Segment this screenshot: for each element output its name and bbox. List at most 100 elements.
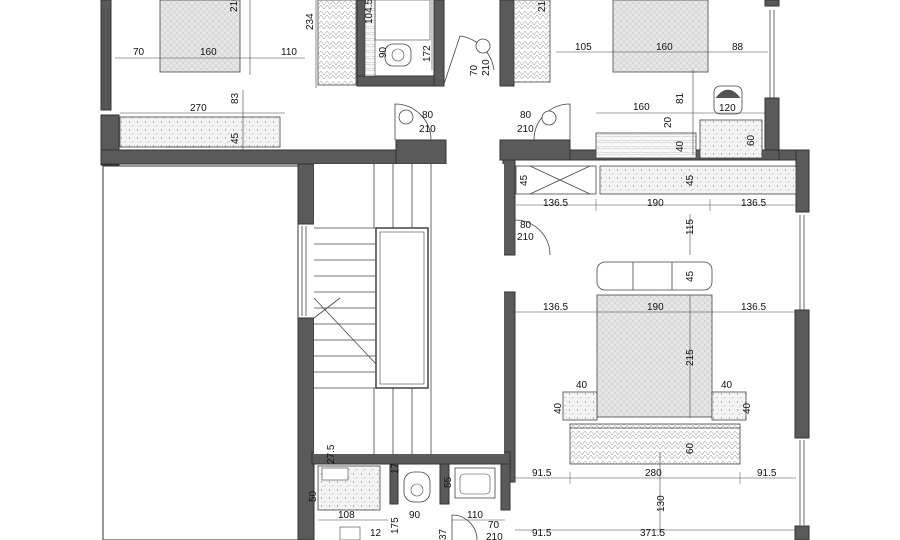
dim-label: 20 xyxy=(663,116,674,128)
wall-segment xyxy=(500,463,511,511)
toilet xyxy=(384,43,412,67)
dim-label: 160 xyxy=(200,47,217,58)
bed xyxy=(159,0,241,73)
dim-label: 280 xyxy=(645,468,662,479)
dresser xyxy=(699,119,763,159)
toilet xyxy=(403,471,431,503)
desk xyxy=(119,116,281,148)
wall-segment xyxy=(100,149,397,165)
dim-label: 70 xyxy=(469,64,480,76)
dim-label: 215 xyxy=(685,349,696,366)
wall-segment xyxy=(764,0,780,7)
desk xyxy=(595,132,697,159)
wall-segment xyxy=(433,0,445,87)
wall-segment xyxy=(100,0,112,111)
dim-label: 120 xyxy=(719,103,736,114)
dim-label: 136.5 xyxy=(741,302,766,313)
dim-label: 81 xyxy=(675,92,686,104)
wall-segment xyxy=(795,149,810,213)
dim-label: 160 xyxy=(633,102,650,113)
dim-label: 60 xyxy=(746,134,757,146)
dim-label: 40 xyxy=(576,380,588,391)
tv-unit xyxy=(569,423,741,465)
dim-label: 91.5 xyxy=(532,528,552,539)
dim-label: 172 xyxy=(422,45,433,62)
dim-label: 104.5 xyxy=(364,0,375,24)
dim-label: 90 xyxy=(378,46,389,58)
dim-label: 130 xyxy=(656,495,667,512)
wall-segment xyxy=(297,317,315,540)
dim-label: 45 xyxy=(685,270,696,282)
dim-label: 210 xyxy=(486,532,503,540)
dim-label: 160 xyxy=(656,42,673,53)
dim-label: 91.5 xyxy=(757,468,777,479)
nightstand-right xyxy=(711,391,747,421)
dim-label: 110 xyxy=(467,510,483,521)
dim-label: 12 xyxy=(370,528,382,539)
wall-segment xyxy=(794,525,810,540)
dim-label: 70 xyxy=(488,520,500,531)
dim-label: 270 xyxy=(190,103,207,114)
dim-label: 136.5 xyxy=(543,302,568,313)
dim-label: 40 xyxy=(721,380,733,391)
wall-segment xyxy=(389,463,399,505)
wardrobe xyxy=(513,0,551,83)
dimension-labels: 210 70 160 110 234 104.5 90 172 70 210 2… xyxy=(133,0,777,540)
nightstand-left xyxy=(562,391,598,421)
stair-void xyxy=(375,227,429,389)
staircase xyxy=(313,164,504,454)
dim-label: 50 xyxy=(308,490,319,502)
dim-label: 83 xyxy=(230,92,241,104)
dim-label: 234 xyxy=(305,13,316,30)
wardrobe xyxy=(317,0,357,86)
dim-label: 210 xyxy=(481,59,492,76)
dim-label: 88 xyxy=(732,42,744,53)
dim-label: 17 xyxy=(390,462,401,474)
dim-label: 80 xyxy=(520,110,532,121)
windows xyxy=(103,8,805,525)
wall-segment xyxy=(794,309,810,439)
dim-label: 40 xyxy=(553,402,564,414)
dim-label: 40 xyxy=(742,402,753,414)
bed xyxy=(596,294,713,418)
dim-label: 210 xyxy=(517,232,534,243)
wall-segment xyxy=(297,163,315,225)
dim-label: 190 xyxy=(647,302,664,313)
dim-label: 108 xyxy=(338,510,355,521)
dim-label: 45 xyxy=(685,174,696,186)
wall-segment xyxy=(499,139,571,161)
dim-label: 91.5 xyxy=(532,468,552,479)
bed xyxy=(612,0,709,73)
dim-label: 110 xyxy=(281,47,297,58)
dim-label: 136.5 xyxy=(543,198,568,209)
dim-label: 210 xyxy=(537,0,548,12)
dim-label: 70 xyxy=(133,47,145,58)
dim-label: 45 xyxy=(230,132,241,144)
bedroom-main xyxy=(515,214,796,535)
wall-segment xyxy=(499,0,515,87)
bedroom-top-left xyxy=(115,0,357,150)
wall-segment xyxy=(439,463,450,505)
dim-label: 190 xyxy=(647,198,664,209)
dim-label: 55 xyxy=(443,476,454,488)
void-area xyxy=(102,165,299,540)
wall-segment xyxy=(502,159,516,256)
dim-label: 40 xyxy=(675,140,686,152)
dim-label: 175 xyxy=(390,517,401,534)
dim-label: 371.5 xyxy=(640,528,665,539)
dim-label: 210 xyxy=(419,124,436,135)
dim-label: 105 xyxy=(575,42,592,53)
dim-label: 45 xyxy=(519,174,530,186)
wardrobe-strip xyxy=(515,165,797,211)
headboard xyxy=(596,261,713,291)
dim-label: 80 xyxy=(520,220,532,231)
dim-label: 90 xyxy=(409,510,421,521)
bathroom-bottom xyxy=(317,465,505,540)
dim-label: 210 xyxy=(229,0,240,12)
dim-label: 37 xyxy=(438,528,449,540)
dim-label: 210 xyxy=(517,124,534,135)
dim-label: 27.5 xyxy=(326,444,337,464)
dim-label: 80 xyxy=(422,110,434,121)
wall-segment xyxy=(356,75,443,87)
